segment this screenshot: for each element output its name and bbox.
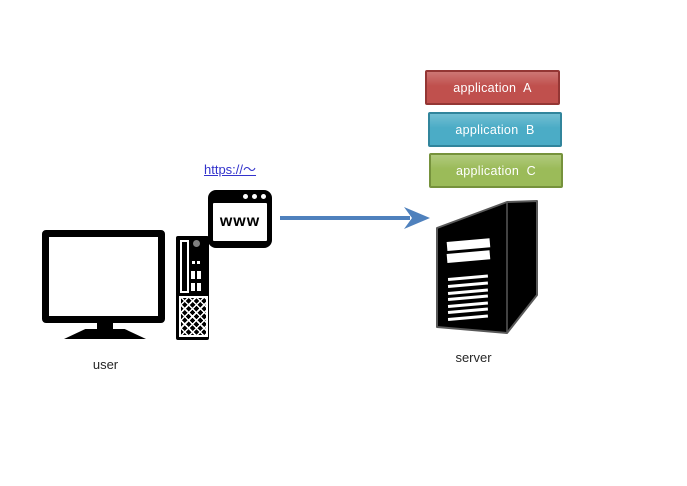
- power-button-icon: [193, 240, 200, 247]
- request-arrow-icon: [280, 207, 430, 229]
- server-label: server: [455, 350, 492, 365]
- application-c-box: application C: [429, 153, 563, 188]
- application-b-label: application B: [455, 122, 535, 137]
- server-icon: [436, 200, 538, 334]
- drive-slot: [180, 240, 189, 293]
- application-c-label: application C: [456, 163, 536, 178]
- monitor-stand-base: [64, 329, 146, 339]
- monitor-stand-neck: [97, 321, 113, 330]
- drive-bay: [191, 271, 195, 279]
- browser-page: www: [213, 203, 267, 241]
- www-label: www: [219, 213, 261, 230]
- browser-dot-icon: [243, 194, 248, 199]
- user-label: user: [92, 357, 119, 372]
- drive-bay: [197, 283, 201, 291]
- application-a-label: application A: [453, 80, 532, 95]
- vent-grill: [179, 296, 208, 337]
- led-dot: [197, 261, 200, 264]
- drive-bay: [191, 283, 195, 291]
- tower-pc-icon: [176, 236, 209, 340]
- browser-icon: www: [208, 190, 272, 248]
- browser-dot-icon: [252, 194, 257, 199]
- application-a-box: application A: [425, 70, 560, 105]
- application-b-box: application B: [428, 112, 562, 147]
- drive-bay: [197, 271, 201, 279]
- browser-dot-icon: [261, 194, 266, 199]
- https-link[interactable]: https://～: [203, 162, 257, 177]
- led-dot: [192, 261, 195, 264]
- monitor-icon: [42, 230, 165, 323]
